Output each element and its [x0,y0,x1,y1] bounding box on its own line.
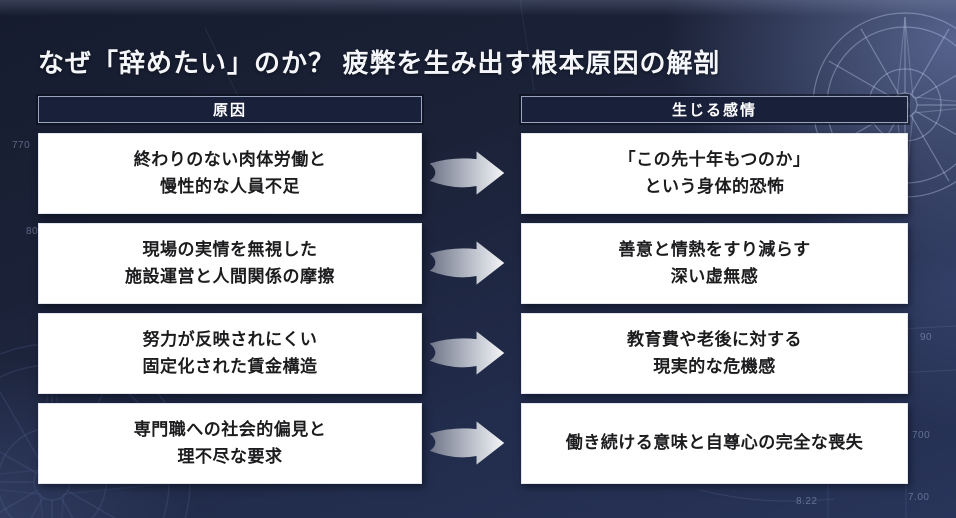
cause-box-2-line1: 現場の実情を無視した [142,240,318,260]
cause-box-4-line2: 理不尽な要求 [177,446,283,466]
feeling-box-3-line2: 現実的な危機感 [653,356,776,376]
feeling-box-4: 働き続ける意味と自尊心の完全な喪失 [521,403,908,484]
map-meridian-lines [204,0,535,97]
feeling-box-1-line1: 「この先十年もつのか」 [618,150,811,170]
cause-box-1-line1: 終わりのない肉体労働と [133,150,327,170]
right-arrow-icon [429,421,505,465]
map-label: 700 [912,430,931,441]
map-label: 8.22 [796,496,818,507]
map-label: 80 [26,226,39,237]
feeling-box-2: 善意と情熱をすり減らす 深い虚無感 [521,223,908,304]
cause-column-header: 原因 [38,96,422,123]
map-label: 770 [12,140,31,151]
right-arrow-icon [429,151,505,195]
feeling-box-1: 「この先十年もつのか」 という身体的恐怖 [521,133,908,214]
right-arrow-icon [429,331,505,375]
cause-box-3-line1: 努力が反映されにくい [142,330,318,350]
cause-box-4-line1: 専門職への社会的偏見と [133,420,327,440]
cause-box-3: 努力が反映されにくい 固定化された賃金構造 [38,313,422,394]
map-label: 90 [920,332,933,343]
cause-box-2: 現場の実情を無視した 施設運営と人間関係の摩擦 [38,223,422,304]
page-title: なぜ「辞めたい」のか？ 疲弊を生み出す根本原因の解剖 [38,49,721,79]
right-arrow-icon [429,241,505,285]
feeling-box-1-line2: という身体的恐怖 [644,176,785,196]
feeling-box-3: 教育費や老後に対する 現実的な危機感 [521,313,908,394]
cause-box-3-line2: 固定化された賃金構造 [142,356,318,376]
feeling-box-2-line2: 深い虚無感 [670,266,759,286]
feeling-box-2-line1: 善意と情熱をすり減らす [618,240,811,260]
map-label: 7.00 [908,492,930,503]
cause-box-4: 専門職への社会的偏見と 理不尽な要求 [38,403,422,484]
cause-box-2-line2: 施設運営と人間関係の摩擦 [125,266,335,286]
cause-box-1-line2: 慢性的な人員不足 [160,176,300,196]
cause-header-label: 原因 [212,102,247,119]
feeling-column-header: 生じる感情 [521,96,908,123]
feeling-box-4-line1: 働き続ける意味と自尊心の完全な喪失 [565,433,864,453]
feeling-box-3-line1: 教育費や老後に対する [627,330,802,350]
feeling-header-label: 生じる感情 [671,102,757,119]
cause-box-1: 終わりのない肉体労働と 慢性的な人員不足 [38,133,422,214]
